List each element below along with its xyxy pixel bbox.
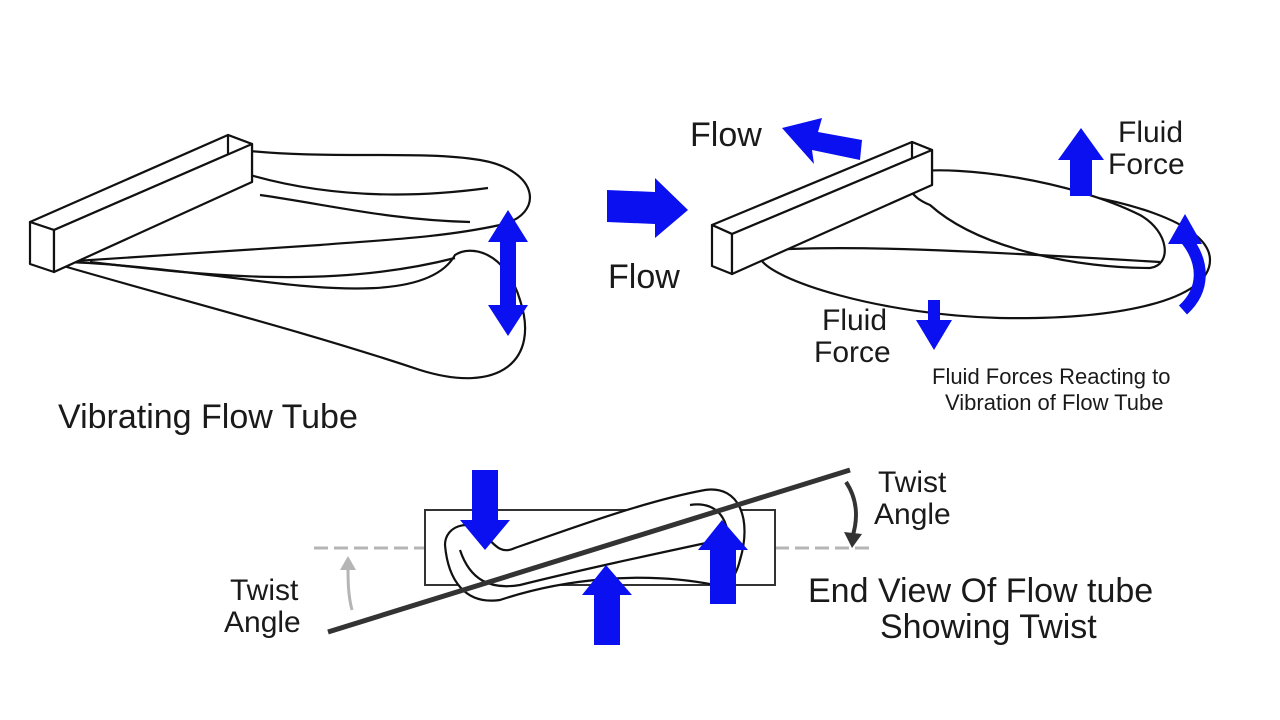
- tube-inner-line: [249, 173, 489, 196]
- twisted-tube-inner: [458, 538, 721, 588]
- twist-angle-left-label-1: Twist: [230, 574, 299, 607]
- twist-axis-line: [327, 467, 851, 635]
- twist-angle-left-label-2: Angle: [224, 606, 301, 639]
- flow-top-label: Flow: [690, 116, 762, 154]
- tube-inner-line: [89, 256, 456, 279]
- reacting-caption-line-1: Fluid Forces Reacting to: [932, 364, 1170, 389]
- fluid-force-bottom-label-2: Force: [814, 336, 891, 369]
- force-arrow-down: [460, 470, 510, 550]
- reacting-caption-line-2: Vibration of Flow Tube: [945, 390, 1164, 415]
- fluid-force-bottom-label-1: Fluid: [822, 304, 887, 337]
- vibration-double-arrow: [488, 210, 528, 336]
- tube-inner-line: [259, 193, 471, 224]
- twist-angle-arc-right: [844, 480, 858, 539]
- end-view-panel: Twist Angle Twist Angle End View Of Flow…: [224, 466, 1153, 646]
- inlet-flow-arrow: [607, 178, 688, 238]
- end-view-caption-line-1: End View Of Flow tube: [808, 572, 1153, 610]
- vibrating-caption: Vibrating Flow Tube: [58, 398, 358, 436]
- vibrating-flow-tube-panel: Vibrating Flow Tube: [28, 133, 531, 436]
- twist-angle-arrow-left: [340, 556, 356, 570]
- tube-inner-line: [769, 246, 1161, 264]
- twist-angle-right-label-1: Twist: [878, 466, 947, 499]
- tube-inner-opening: [906, 169, 1166, 270]
- twist-angle-arrow-right: [844, 532, 862, 548]
- mount-block-front-2: [710, 223, 734, 276]
- rotation-arrow-head: [1168, 214, 1202, 244]
- fluid-force-up-arrow: [1058, 128, 1104, 196]
- fluid-force-top-label-1: Fluid: [1118, 116, 1183, 149]
- end-view-caption-line-2: Showing Twist: [880, 608, 1097, 646]
- fluid-force-top-label-2: Force: [1108, 148, 1185, 181]
- outlet-flow-arrow: [782, 118, 862, 164]
- force-arrow-up-middle: [582, 565, 632, 645]
- reacting-forces-panel: Flow Flow Fluid Force Fluid Force Fluid …: [607, 116, 1212, 415]
- twist-angle-right-label-2: Angle: [874, 498, 951, 531]
- fluid-force-down-arrow: [916, 300, 952, 350]
- mount-block-front: [28, 220, 56, 274]
- rotation-arrow: [1178, 234, 1206, 315]
- twist-angle-arc-left: [346, 565, 354, 611]
- tube-loop-lower: [58, 249, 527, 380]
- mount-block-face: [52, 142, 254, 274]
- force-arrow-up-right: [698, 520, 748, 604]
- mount-block-face-2: [730, 148, 934, 276]
- flow-inlet-label: Flow: [608, 258, 680, 296]
